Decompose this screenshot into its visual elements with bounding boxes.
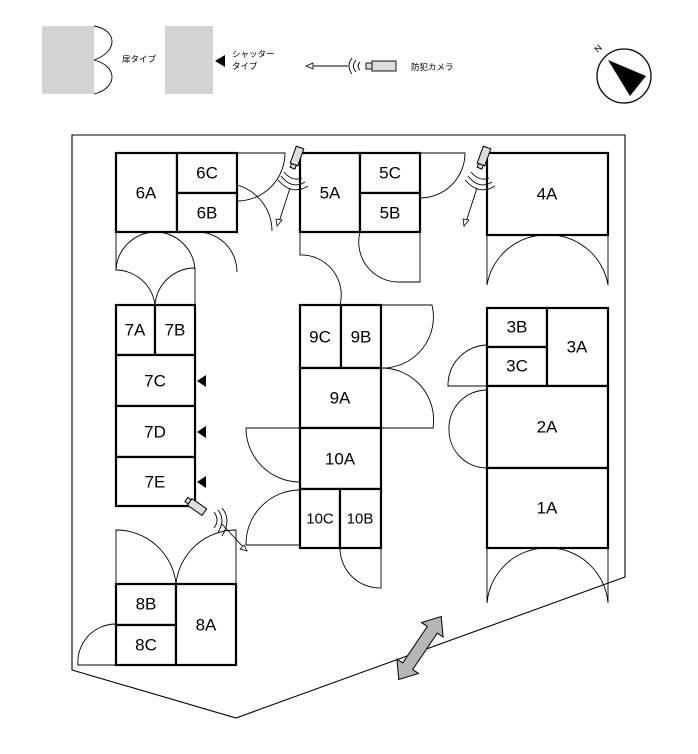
unit-label: 8B: [136, 595, 157, 614]
unit-6B[interactable]: [175, 191, 239, 234]
shutter-arrow-icon: [197, 426, 206, 438]
unit-9A[interactable]: [298, 366, 383, 430]
unit-label: 5B: [380, 204, 401, 223]
unit-label: 8A: [196, 616, 217, 635]
camera-icon: [183, 495, 248, 552]
unit-7E[interactable]: [114, 455, 197, 508]
unit-label: 7C: [144, 372, 166, 391]
unit-7D[interactable]: [114, 404, 197, 459]
unit-label: 5C: [379, 164, 401, 183]
unit-10C[interactable]: [298, 487, 342, 550]
camera-icon: [275, 145, 309, 227]
unit-5B[interactable]: [358, 191, 422, 234]
security-cameras: [183, 145, 496, 552]
unit-label: 3B: [507, 318, 528, 337]
unit-5A[interactable]: [298, 151, 362, 234]
unit-3A[interactable]: [545, 306, 610, 388]
compass-icon: N: [592, 43, 652, 104]
unit-2A[interactable]: [485, 384, 610, 470]
unit-7C[interactable]: [114, 353, 197, 408]
entrance-arrow-icon: [396, 615, 444, 681]
building-outline: [71, 134, 626, 719]
camera-icon: [462, 145, 496, 227]
legend: 扉タイプ シャッター タイプ 防犯カメラ N: [42, 25, 652, 104]
unit-label: 7B: [165, 321, 186, 340]
unit-label: 5A: [320, 184, 341, 203]
unit-labels: 6A 6C 6B 5A 5C 5B 4A 7A 7B 7C 7D 7E 9C 9…: [125, 164, 588, 655]
shutter-arrow-icon: [197, 375, 206, 387]
unit-6C[interactable]: [175, 151, 239, 195]
shutter-arrow-icon: [197, 476, 206, 488]
unit-label: 1A: [537, 499, 558, 518]
unit-label: 9B: [351, 328, 372, 347]
unit-label: 7D: [144, 423, 166, 442]
legend-door-type-label: 扉タイプ: [122, 54, 157, 65]
legend-shutter-type: シャッター タイプ: [165, 26, 275, 94]
unit-label: 10A: [325, 450, 356, 469]
unit-9B[interactable]: [339, 303, 383, 370]
unit-8C[interactable]: [114, 623, 178, 667]
unit-4A[interactable]: [485, 151, 610, 237]
unit-10B[interactable]: [338, 487, 383, 550]
legend-shutter-label-1: シャッター: [232, 50, 275, 60]
unit-8A[interactable]: [174, 582, 238, 667]
unit-label: 10B: [347, 511, 374, 528]
unit-label: 6A: [136, 184, 157, 203]
unit-7A[interactable]: [114, 303, 157, 357]
compass-north-label: N: [592, 43, 604, 55]
unit-label: 7E: [145, 473, 166, 492]
unit-label: 9C: [309, 328, 331, 347]
unit-label: 2A: [537, 418, 558, 437]
unit-label: 9A: [330, 389, 351, 408]
unit-7B[interactable]: [153, 303, 197, 357]
unit-6A[interactable]: [114, 151, 179, 234]
unit-label: 3C: [506, 357, 528, 376]
unit-label: 7A: [125, 321, 146, 340]
unit-label: 6B: [197, 204, 218, 223]
shutter-markers: [197, 375, 206, 488]
shutter-arrow-icon: [215, 55, 225, 67]
unit-1A[interactable]: [485, 466, 610, 550]
unit-label: 10C: [306, 511, 334, 528]
camera-icon: [371, 60, 397, 72]
legend-shutter-label-2: タイプ: [232, 62, 258, 72]
unit-10A[interactable]: [298, 426, 383, 491]
legend-camera: 防犯カメラ: [304, 57, 454, 75]
unit-label: 4A: [537, 185, 558, 204]
legend-door-type: 扉タイプ: [42, 25, 157, 95]
legend-camera-label: 防犯カメラ: [411, 62, 454, 73]
unit-label: 3A: [567, 338, 588, 357]
storage-units: [114, 151, 610, 667]
unit-label: 6C: [196, 164, 218, 183]
unit-label: 8C: [135, 636, 157, 655]
unit-8B[interactable]: [114, 582, 178, 627]
